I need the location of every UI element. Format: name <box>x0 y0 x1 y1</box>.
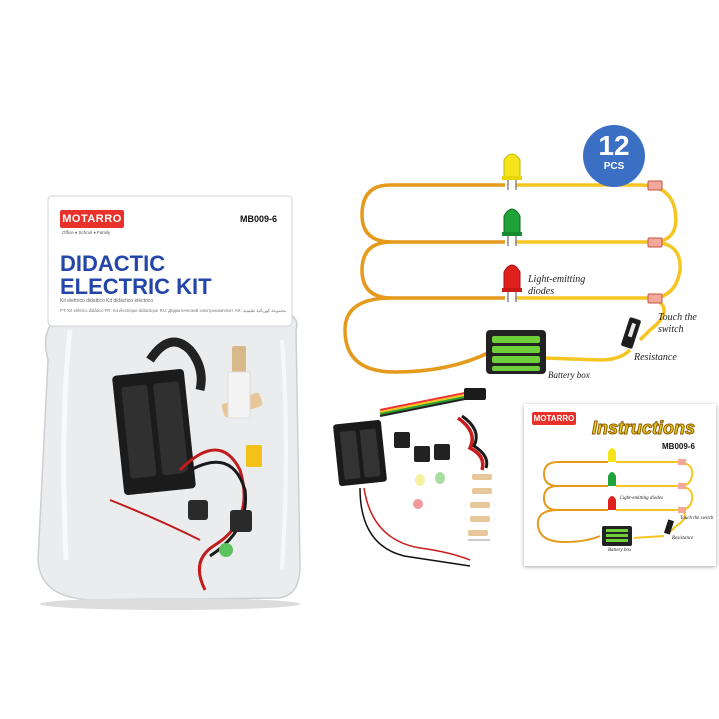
kit-title: DIDACTIC ELECTRIC KIT <box>60 252 212 298</box>
pieces-unit: PCS <box>603 161 625 172</box>
card-label-battery-box: Battery box <box>608 548 632 553</box>
label-resistance: Resistance <box>634 352 677 363</box>
kit-title-line1: DIDACTIC <box>60 251 166 276</box>
touch-switch <box>621 317 641 349</box>
led-yellow <box>502 153 522 190</box>
card-brand-logo: MOTARRO <box>532 412 576 425</box>
pieces-badge: 12 PCS <box>583 125 645 187</box>
brand-logo: MOTARRO <box>60 210 124 228</box>
subtitle-multilingual: PT: Kit elétrico didático FR: Kit électr… <box>60 308 286 313</box>
instruction-card: MOTARRO Instructions MB009-6 Light-emitt… <box>524 404 716 566</box>
card-label-switch: Touch the switch <box>680 516 714 521</box>
loose-components <box>333 388 492 567</box>
circuit-diagram <box>343 153 682 374</box>
card-model-code: MB009-6 <box>662 442 695 451</box>
kit-title-line2: ELECTRIC KIT <box>60 274 212 299</box>
model-code: MB009-6 <box>240 214 278 224</box>
pieces-count: 12 <box>598 130 630 161</box>
package-header: MOTARRO Office ♦ School ♦ Family MB009-6… <box>50 198 290 324</box>
brand-tagline: Office ♦ School ♦ Family <box>62 230 111 235</box>
card-label-leds: Light-emitting diodes <box>620 496 663 501</box>
subtitle-it-es: Kit elettrico didattico Kit didáctico el… <box>60 298 154 304</box>
led-red <box>502 264 522 302</box>
label-leds: Light-emitting diodes <box>528 274 586 297</box>
card-title: Instructions <box>591 418 696 439</box>
battery-box <box>486 330 546 374</box>
card-label-resistance: Resistance <box>672 536 694 541</box>
card-circuit-diagram <box>536 448 694 546</box>
led-green <box>502 208 522 246</box>
label-switch: Touch the switch <box>658 312 697 335</box>
label-battery-box: Battery box <box>548 370 590 380</box>
resistor-marker <box>647 180 663 304</box>
